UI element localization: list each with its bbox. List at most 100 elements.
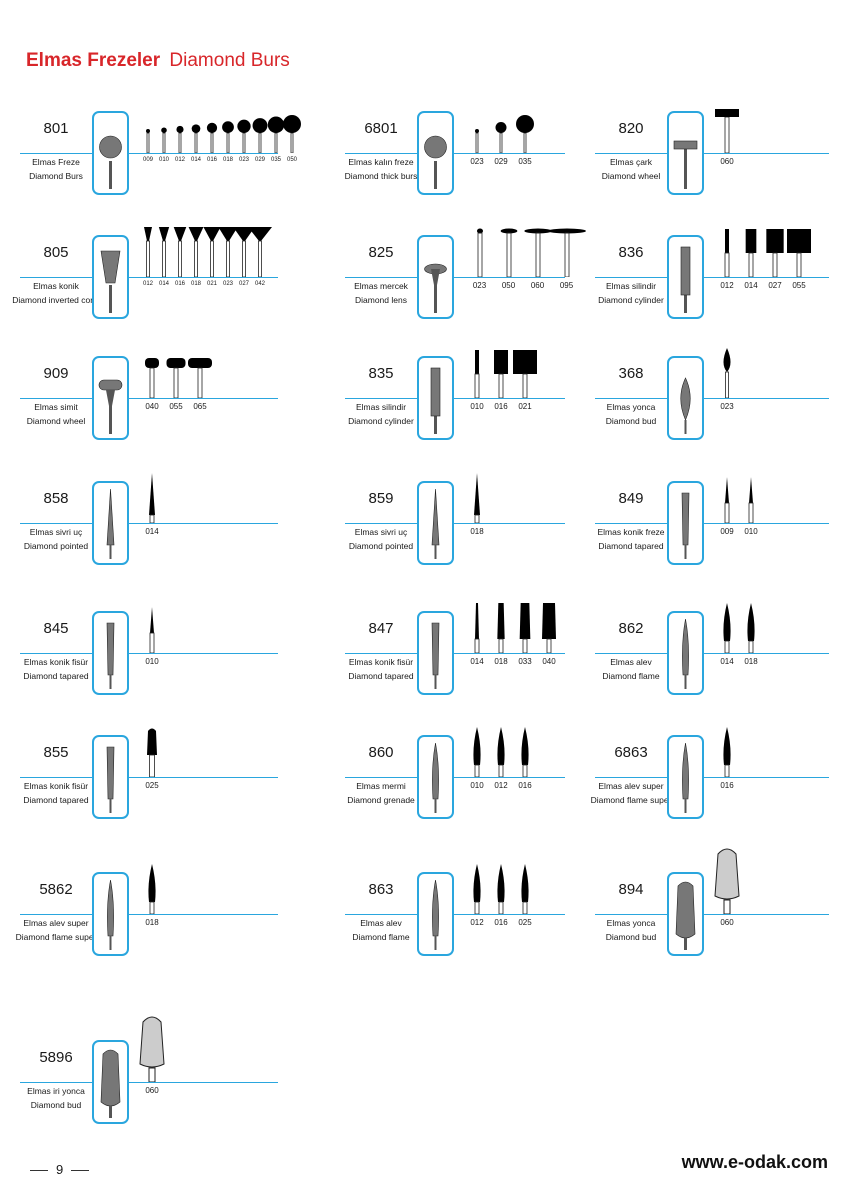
divider-line xyxy=(595,777,829,778)
bur-code: 849 xyxy=(618,490,644,507)
bur-size-shape xyxy=(163,348,189,403)
bur-size-shape xyxy=(714,727,740,782)
bur-code: 820 xyxy=(618,120,644,137)
bur-size-label: 014 xyxy=(744,281,758,290)
bur-code: 862 xyxy=(618,620,644,637)
bur-icon xyxy=(99,135,122,189)
divider-line xyxy=(20,777,278,778)
bur-size-label: 060 xyxy=(720,918,734,927)
bur-size-shape xyxy=(135,103,161,158)
bur-name-en: Diamond wheel xyxy=(26,416,86,426)
page-title: Elmas Frezeler Diamond Burs xyxy=(26,50,290,72)
bur-size-label: 014 xyxy=(720,657,734,666)
divider-line xyxy=(345,277,565,278)
bur-name-tr: Elmas konik freze xyxy=(597,527,665,537)
page-number-value: 9 xyxy=(56,1162,64,1177)
bur-size-shape xyxy=(151,103,177,158)
bur-code: 909 xyxy=(43,365,69,382)
bur-size-shape xyxy=(464,473,490,528)
bur-photo-frame xyxy=(92,1040,129,1124)
website-url[interactable]: www.e-odak.com xyxy=(681,1152,828,1172)
bur-size-shape xyxy=(215,103,241,158)
bur-size-shape xyxy=(247,103,273,158)
bur-size-shape xyxy=(489,227,529,282)
bur-size-label: 060 xyxy=(720,157,734,166)
bur-photo-frame xyxy=(667,111,704,195)
bur-size-label: 010 xyxy=(470,402,484,411)
bur-size-label: 014 xyxy=(158,281,169,287)
bur-size-label: 012 xyxy=(720,281,734,290)
bur-code: 855 xyxy=(43,744,69,761)
bur-photo-frame xyxy=(417,481,454,565)
bur-icon xyxy=(675,881,696,950)
bur-photo-frame xyxy=(92,481,129,565)
bur-name-tr: Elmas konik fisür xyxy=(23,657,89,667)
bur-name-en: Diamond tapared xyxy=(23,795,89,805)
bur-size-label: 035 xyxy=(518,157,532,166)
bur-size-shape xyxy=(231,227,257,282)
bur-size-label: 060 xyxy=(530,281,545,290)
divider-line xyxy=(345,653,565,654)
bur-photo-frame xyxy=(417,235,454,319)
bur-size-label: 018 xyxy=(744,657,758,666)
bur-name-tr: Elmas kalın freze xyxy=(348,157,414,167)
bur-size-label: 025 xyxy=(145,781,159,790)
divider-line xyxy=(595,523,829,524)
bur-size-shape xyxy=(460,227,500,282)
bur-size-shape xyxy=(247,227,273,282)
bur-name-tr: Elmas konik xyxy=(33,281,79,291)
bur-size-shape xyxy=(738,473,764,528)
bur-size-shape xyxy=(536,603,562,658)
bur-size-label: 012 xyxy=(174,157,185,163)
bur-size-shape xyxy=(786,227,812,282)
bur-icon xyxy=(432,879,439,950)
bur-name-en: Diamond bud xyxy=(605,416,657,426)
bur-icon xyxy=(673,140,698,189)
bur-size-label: 018 xyxy=(494,657,508,666)
bur-name-tr: Elmas alev xyxy=(610,657,652,667)
bur-photo-frame xyxy=(417,111,454,195)
bur-size-shape xyxy=(762,227,788,282)
divider-line xyxy=(595,153,829,154)
divider-line xyxy=(345,523,565,524)
bur-photo-frame xyxy=(92,735,129,819)
bur-code: 863 xyxy=(368,881,394,898)
bur-photo-frame xyxy=(667,481,704,565)
bur-size-label: 027 xyxy=(768,281,782,290)
bur-photo-frame xyxy=(667,356,704,440)
bur-name-tr: Elmas silindir xyxy=(605,281,657,291)
bur-size-shape xyxy=(464,864,490,919)
bur-icon xyxy=(106,746,115,813)
bur-icon xyxy=(680,246,691,313)
divider-line xyxy=(20,1082,278,1083)
bur-size-label: 009 xyxy=(142,157,153,163)
bur-size-label: 023 xyxy=(720,402,734,411)
bur-name-en: Diamond tapared xyxy=(23,671,89,681)
bur-size-shape xyxy=(139,603,165,658)
bur-size-label: 023 xyxy=(222,281,233,287)
bur-name-tr: Elmas silindir xyxy=(355,402,407,412)
bur-size-label: 040 xyxy=(145,402,159,411)
bur-code: 859 xyxy=(368,490,394,507)
bur-icon xyxy=(106,488,115,559)
bur-size-label: 065 xyxy=(193,402,207,411)
bur-size-label: 023 xyxy=(470,157,484,166)
bur-icon xyxy=(432,742,439,813)
bur-size-label: 009 xyxy=(720,527,734,536)
title-turkish: Elmas Frezeler xyxy=(26,50,161,71)
divider-line xyxy=(345,777,565,778)
bur-icon xyxy=(106,622,115,689)
bur-code: 805 xyxy=(43,244,69,261)
bur-size-label: 021 xyxy=(518,402,532,411)
bur-size-shape xyxy=(714,603,740,658)
bur-name-en: Diamond flame xyxy=(602,671,660,681)
bur-size-label: 029 xyxy=(494,157,508,166)
bur-size-label: 035 xyxy=(270,157,281,163)
bur-code: 368 xyxy=(618,365,644,382)
bur-size-shape xyxy=(167,227,193,282)
bur-size-label: 060 xyxy=(145,1086,159,1095)
bur-size-shape xyxy=(512,864,538,919)
divider-line xyxy=(345,153,565,154)
bur-photo-frame xyxy=(667,735,704,819)
bur-code: 6801 xyxy=(364,120,398,137)
